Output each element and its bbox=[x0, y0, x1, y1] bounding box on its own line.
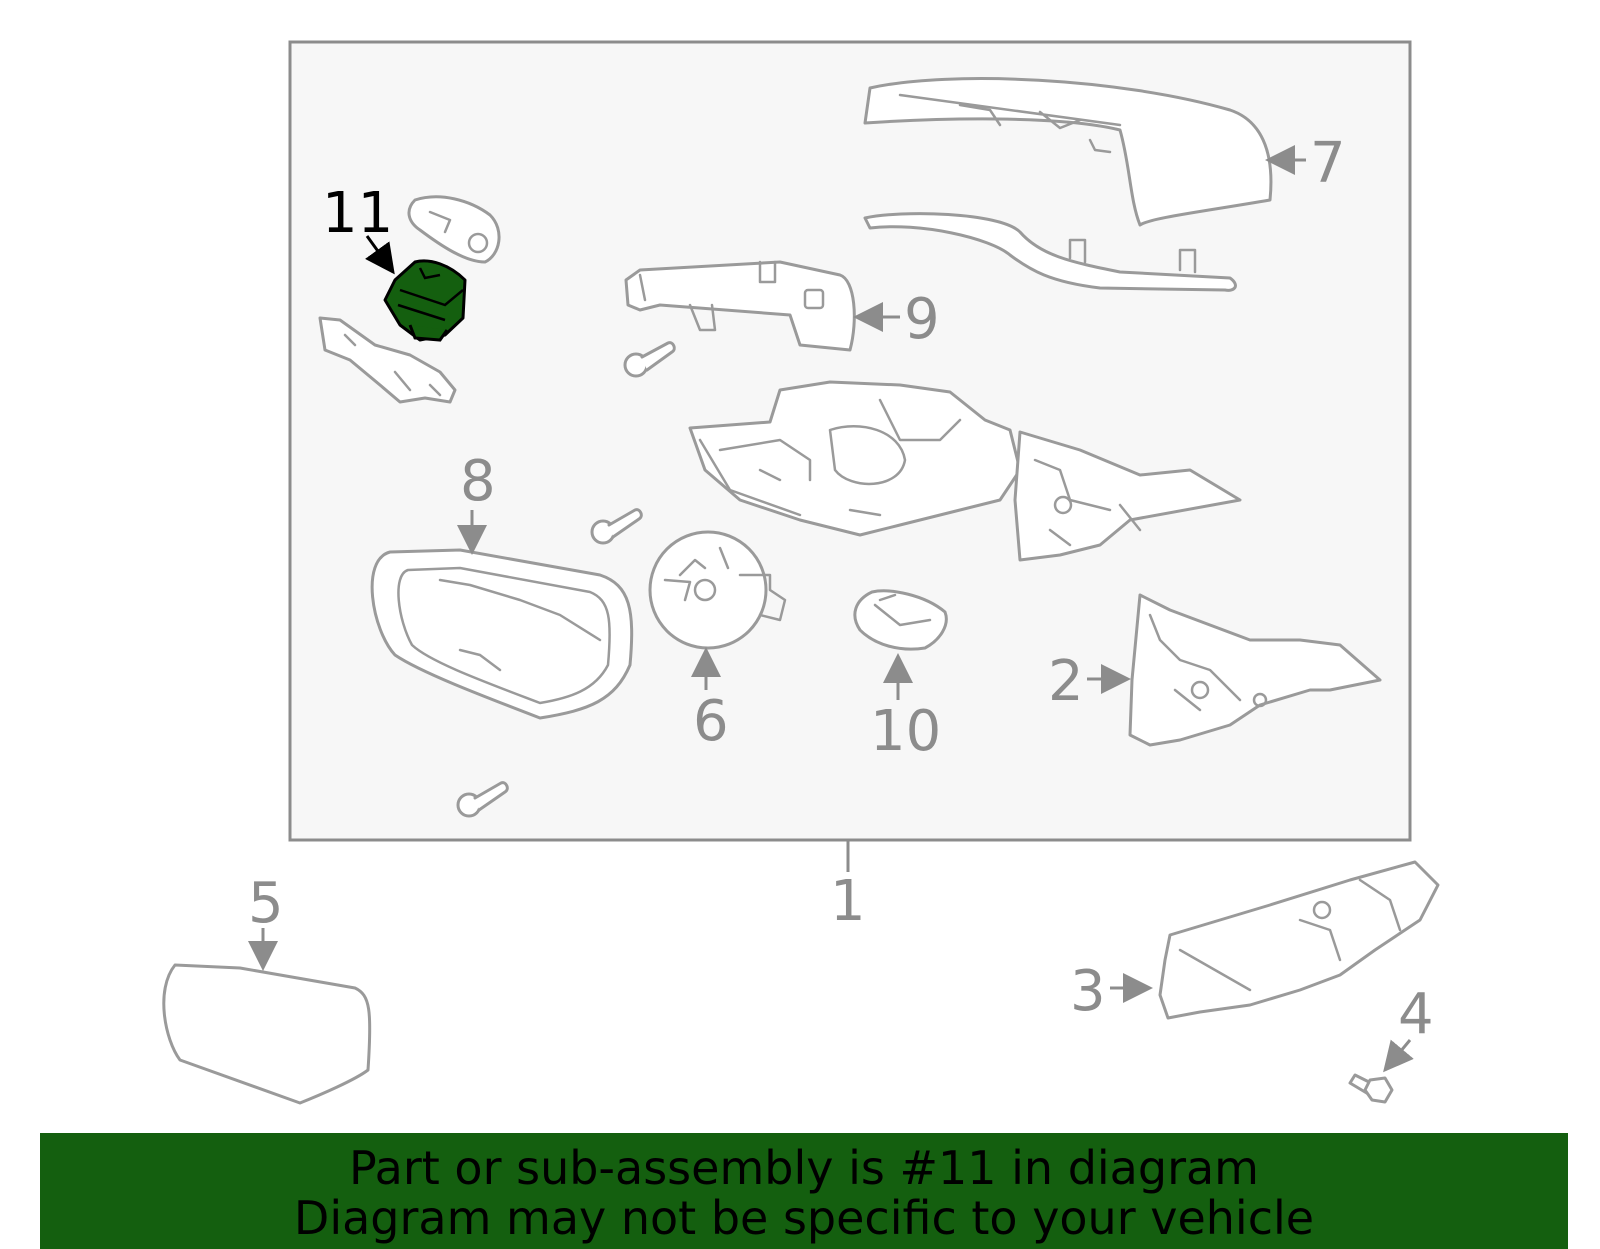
part-10-lamp bbox=[853, 589, 948, 651]
callout-9: 9 bbox=[904, 287, 940, 352]
screw-a bbox=[623, 341, 676, 378]
leader-4 bbox=[1383, 1039, 1414, 1073]
upper-bracket bbox=[407, 195, 501, 264]
callout-5: 5 bbox=[248, 871, 284, 936]
part-7-seal-strip bbox=[863, 212, 1237, 292]
callout-10: 10 bbox=[870, 699, 941, 764]
part-11-camera-highlighted bbox=[383, 259, 467, 342]
part-7-mirror-cover bbox=[863, 77, 1273, 227]
banner-part-note: Part or sub-assembly is #11 in diagram bbox=[349, 1141, 1259, 1195]
part-2-arm-base bbox=[1128, 593, 1382, 747]
callout-3: 3 bbox=[1070, 959, 1106, 1024]
callout-11: 11 bbox=[322, 181, 393, 246]
callout-7: 7 bbox=[1310, 131, 1346, 196]
screw-b bbox=[590, 508, 643, 545]
callout-6: 6 bbox=[693, 689, 729, 754]
info-banner: Part or sub-assembly is #11 in diagram D… bbox=[40, 1133, 1568, 1249]
callout-4: 4 bbox=[1398, 982, 1434, 1047]
part-6-motor bbox=[648, 530, 787, 650]
leader-11 bbox=[365, 235, 395, 275]
part-4-bolt bbox=[1348, 1073, 1394, 1104]
part-5-mirror-glass bbox=[162, 963, 372, 1105]
leader-lines bbox=[248, 145, 1414, 1073]
banner-disclaimer: Diagram may not be specific to your vehi… bbox=[293, 1191, 1315, 1245]
screw-c bbox=[456, 781, 509, 818]
lower-bracket bbox=[318, 316, 457, 404]
part-8-mirror-frame bbox=[370, 548, 634, 720]
callout-8: 8 bbox=[460, 449, 496, 514]
callout-1: 1 bbox=[830, 869, 866, 934]
mirror-arm-mount bbox=[1013, 430, 1242, 562]
mirror-base-housing bbox=[688, 380, 1022, 537]
part-3-base-cover bbox=[1158, 860, 1440, 1020]
callout-2: 2 bbox=[1048, 649, 1084, 714]
